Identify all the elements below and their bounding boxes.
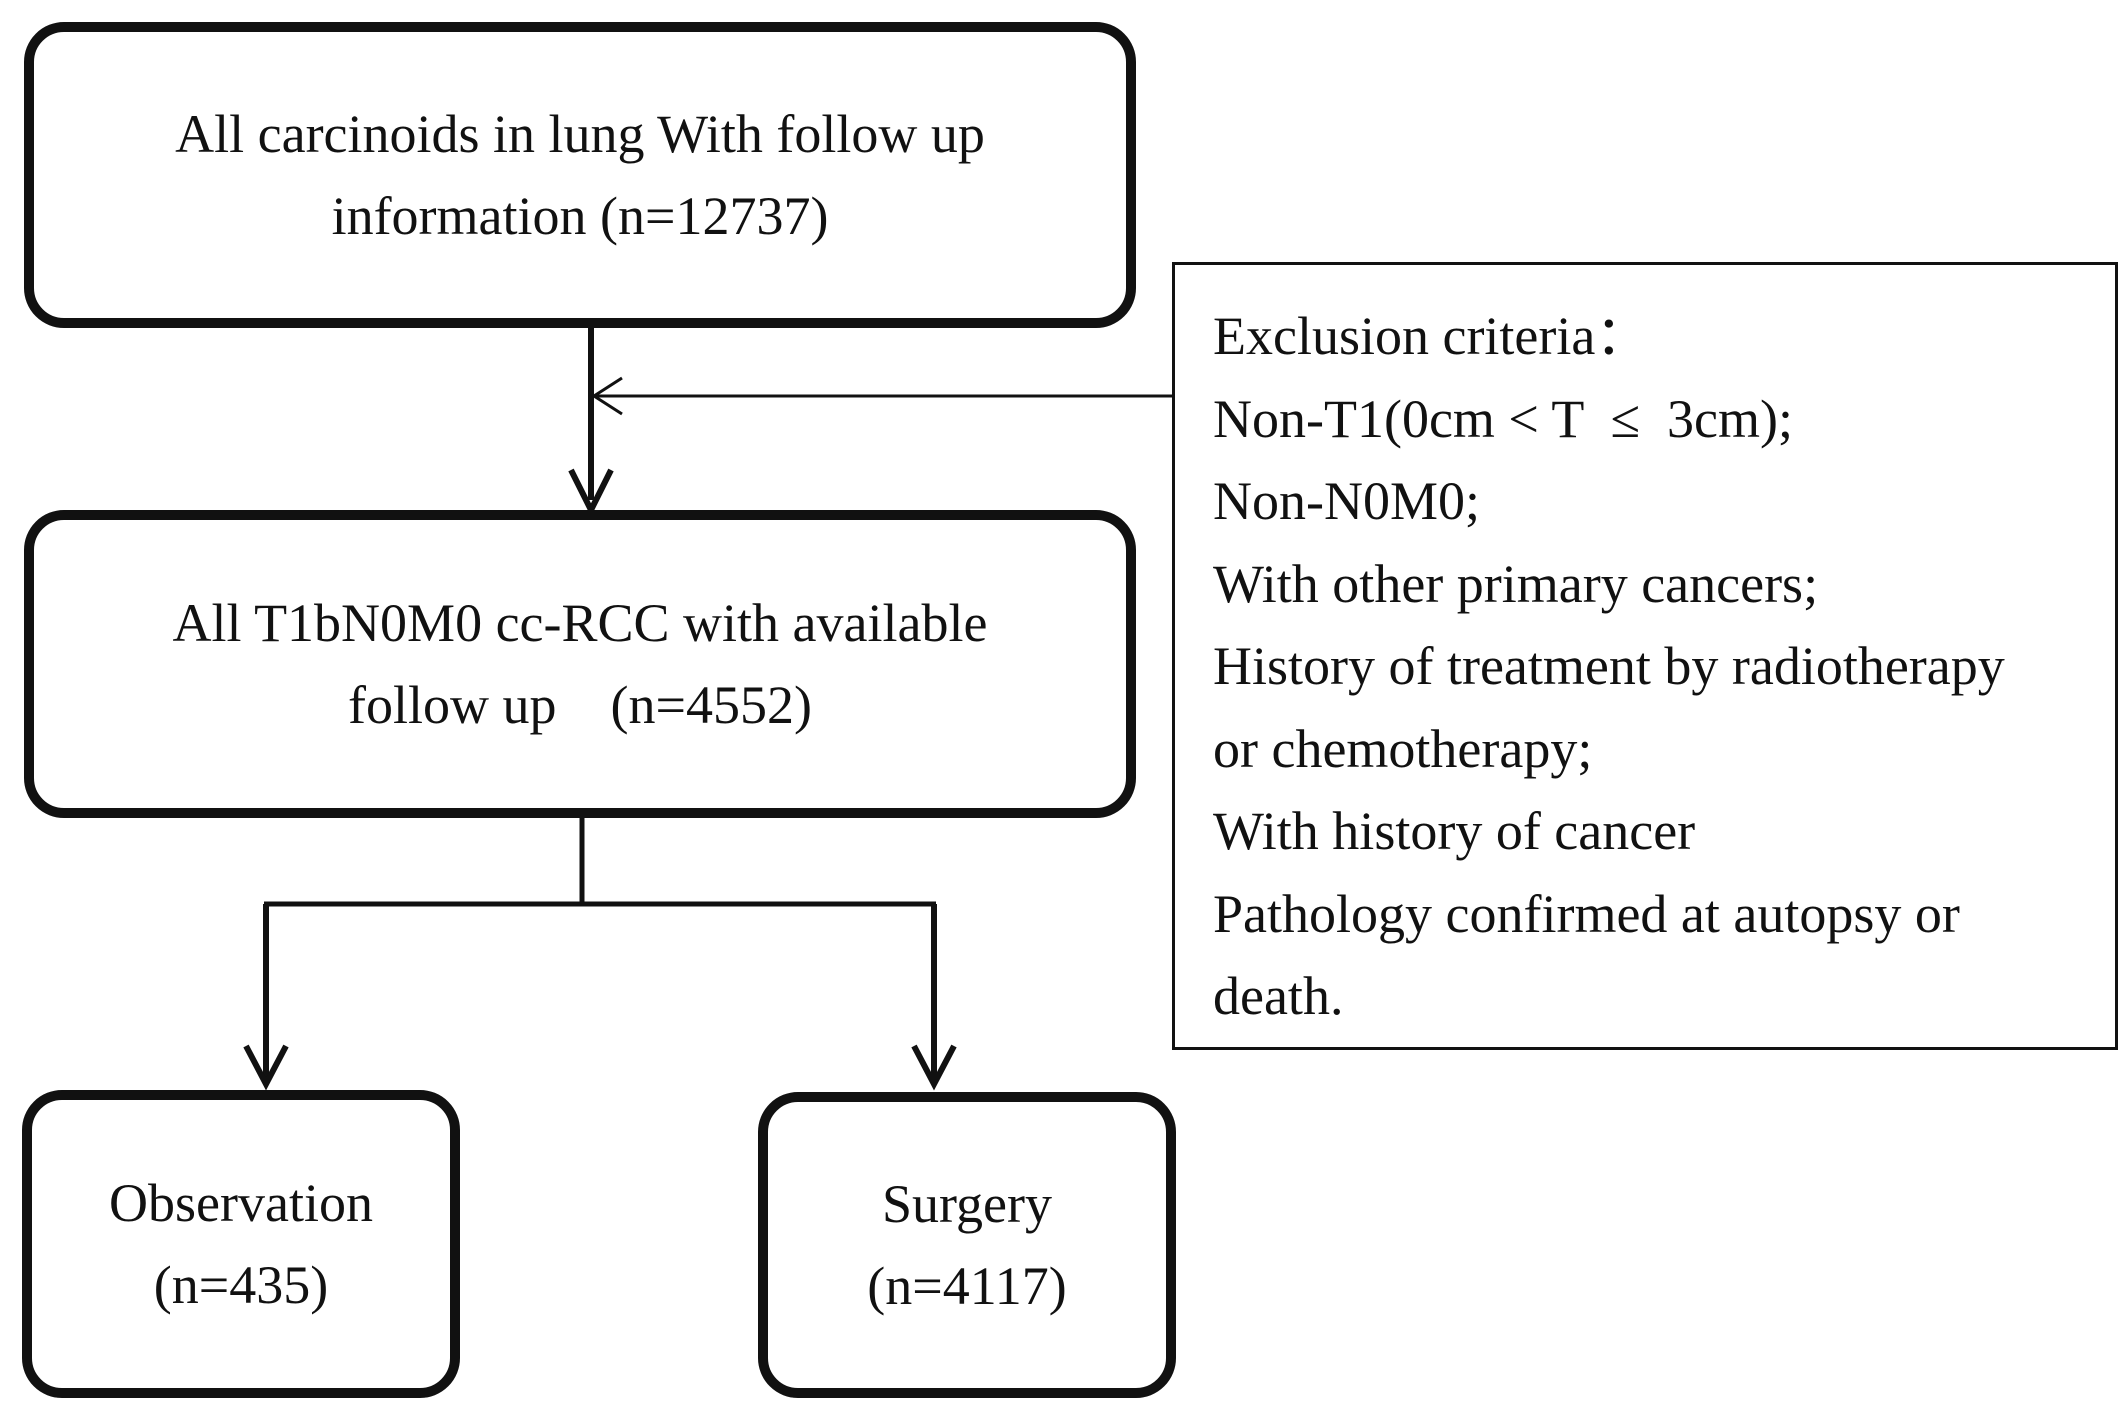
arrowhead-to-observation: [243, 1044, 289, 1091]
exclusion-item: With history of cancer: [1213, 801, 1696, 861]
surgery-label: Surgery: [882, 1174, 1052, 1234]
exclusion-item: death.: [1213, 966, 1344, 1026]
t1bn0m0-line-2: follow up (n=4552): [348, 675, 812, 735]
exclusion-item: History of treatment by radiotherapy: [1213, 636, 2005, 696]
all-carcinoids-line-2: information (n=12737): [331, 186, 829, 246]
observation-box: Observation (n=435): [22, 1090, 460, 1398]
t1bn0m0-line-1: All T1bN0M0 cc-RCC with available: [172, 593, 988, 653]
exclusion-item: Non-N0M0;: [1213, 471, 1480, 531]
exclusion-item: Pathology confirmed at autopsy or: [1213, 883, 1960, 944]
exclusion-item: Non-T1(0cm < T ≤ 3cm);: [1213, 388, 1793, 449]
exclusion-criteria-box: Exclusion criteria： Non-T1(0cm < T ≤ 3cm…: [1172, 262, 2118, 1050]
exclusion-item: or chemotherapy;: [1213, 718, 1593, 779]
surgery-count: (n=4117): [867, 1256, 1067, 1316]
arrowhead-to-surgery: [911, 1044, 957, 1091]
exclusion-heading: Exclusion criteria：: [1213, 306, 1650, 366]
observation-count: (n=435): [153, 1255, 329, 1315]
observation-label: Observation: [109, 1173, 373, 1233]
exclusion-item: With other primary cancers;: [1213, 553, 1819, 614]
all-carcinoids-line-1: All carcinoids in lung With follow up: [175, 104, 985, 164]
surgery-box: Surgery (n=4117): [758, 1092, 1176, 1398]
all-carcinoids-box: All carcinoids in lung With follow up in…: [24, 22, 1136, 328]
arrowhead-exclusion: [591, 376, 623, 416]
t1bn0m0-box: All T1bN0M0 cc-RCC with available follow…: [24, 510, 1136, 818]
